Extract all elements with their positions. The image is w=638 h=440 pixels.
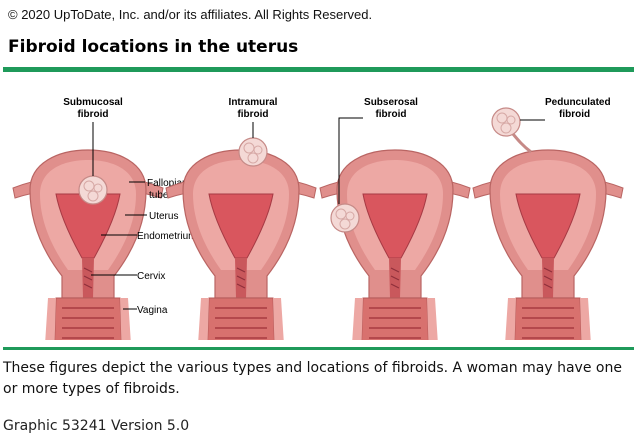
- panel-pedunculated: Pedunculated fibroid: [472, 97, 624, 340]
- label-intramural-fibroid: fibroid: [237, 109, 268, 120]
- label-submucosal: Submucosal: [63, 97, 123, 108]
- label-intramural: Intramural: [229, 97, 278, 108]
- panel-submucosal: Submucosal fibroid Fallopian tube Uterus…: [12, 97, 196, 340]
- label-endometrium: Endometrium: [137, 231, 196, 242]
- subserosal-fibroid-icon: [330, 203, 360, 233]
- intramural-fibroid-icon: [238, 137, 268, 167]
- copyright-notice: © 2020 UpToDate, Inc. and/or its affilia…: [8, 7, 373, 22]
- panel-intramural: Intramural fibroid: [165, 97, 317, 340]
- uterus-diagram: Submucosal fibroid Fallopian tube Uterus…: [12, 97, 624, 340]
- label-fallopian: Fallopian: [147, 178, 188, 189]
- title-divider: [3, 67, 634, 72]
- graphic-version: Graphic 53241 Version 5.0: [3, 418, 190, 434]
- label-submucosal-fibroid: fibroid: [77, 109, 108, 120]
- label-pedunculated: Pedunculated: [545, 97, 611, 108]
- label-cervix: Cervix: [137, 271, 165, 282]
- page-title: Fibroid locations in the uterus: [8, 37, 299, 57]
- submucosal-fibroid-icon: [78, 175, 108, 205]
- pedunculated-fibroid-icon: [491, 107, 521, 137]
- label-pedunculated-fibroid: fibroid: [559, 109, 590, 120]
- label-subserosal-fibroid: fibroid: [375, 109, 406, 120]
- label-tube: tube: [149, 190, 169, 201]
- caption-divider: [3, 347, 634, 350]
- label-vagina: Vagina: [137, 305, 168, 316]
- label-subserosal: Subserosal: [364, 97, 418, 108]
- figure-caption: These figures depict the various types a…: [3, 360, 622, 397]
- panel-subserosal: Subserosal fibroid: [319, 97, 471, 340]
- label-uterus: Uterus: [149, 211, 178, 222]
